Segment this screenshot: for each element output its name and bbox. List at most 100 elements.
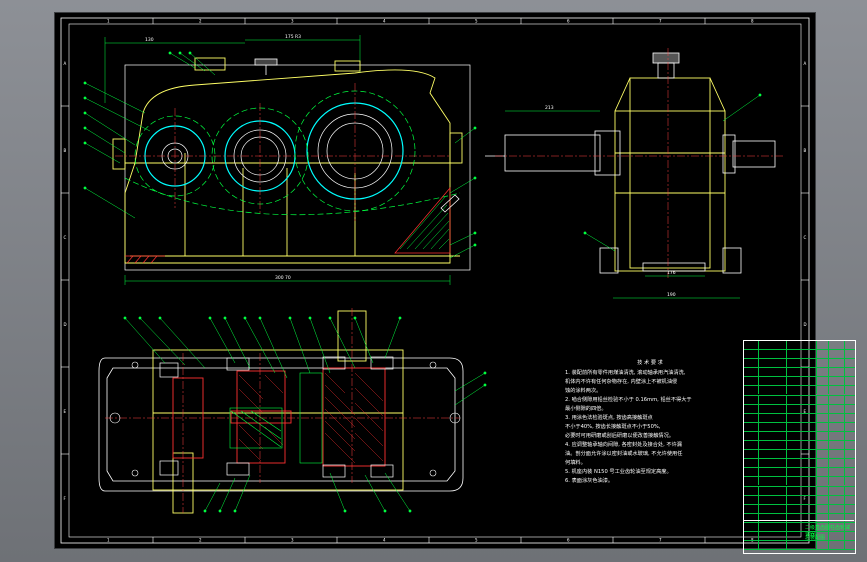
note-line: 何填料。 — [565, 460, 586, 466]
bom-col-divider — [828, 459, 829, 468]
bom-col-divider — [828, 368, 829, 377]
border-label: B — [804, 148, 807, 153]
border-label: 4 — [383, 538, 386, 543]
note-line: 6. 表面涂灰色油漆。 — [565, 478, 614, 484]
bom-col-divider — [816, 459, 817, 468]
balloon-dot — [473, 176, 477, 180]
bom-row — [744, 495, 855, 505]
bom-col-divider — [816, 431, 817, 440]
balloon-dot — [158, 316, 162, 320]
bom-col-divider — [844, 486, 845, 495]
border-label: A — [804, 61, 807, 66]
outer-frame — [60, 17, 810, 544]
leader-line — [354, 317, 374, 364]
border-label: F — [804, 496, 807, 501]
leader-line — [364, 474, 386, 512]
leader-line — [124, 317, 166, 364]
leader-line — [84, 127, 126, 154]
leader-line — [449, 244, 476, 259]
dim-top-mid: 175 R3 — [285, 34, 301, 40]
border-label: 2 — [199, 538, 202, 543]
bom-col-divider — [844, 495, 845, 504]
bom-col-divider — [816, 468, 817, 477]
bom-col-divider — [828, 522, 829, 531]
leader-line — [244, 317, 276, 374]
balloon-dot — [83, 111, 87, 115]
bom-col-divider — [828, 541, 829, 550]
bom-row — [744, 486, 855, 496]
bom-col-divider — [844, 459, 845, 468]
balloon-dot — [83, 81, 87, 85]
leader-line — [219, 477, 236, 512]
bom-col-divider — [786, 422, 787, 431]
bom-col-divider — [828, 531, 829, 540]
balloon-dot — [473, 126, 477, 130]
leader-line — [449, 232, 476, 246]
front-view: 130 175 R3 300 70 — [104, 34, 471, 285]
bom-row — [744, 413, 855, 423]
bom-col-divider — [786, 513, 787, 522]
balloon-dot — [168, 51, 172, 55]
border-label: B — [64, 148, 67, 153]
bom-col-divider — [828, 377, 829, 386]
border-label: 3 — [291, 19, 294, 24]
bom-col-divider — [786, 495, 787, 504]
border-label: 4 — [383, 19, 386, 24]
dim-overall: 300 70 — [275, 275, 291, 281]
border-label: D — [64, 322, 67, 327]
leader-line — [259, 317, 288, 379]
bom-row — [744, 477, 855, 487]
side-dim-2: 190 — [667, 292, 676, 298]
bom-col-divider — [844, 350, 845, 359]
bom-col-divider — [828, 477, 829, 486]
balloon-dot — [408, 509, 412, 513]
bom-col-divider — [786, 413, 787, 422]
leader-line — [204, 482, 221, 512]
balloon-dot — [288, 316, 292, 320]
bom-col-divider — [758, 386, 759, 395]
bom-col-divider — [828, 431, 829, 440]
bom-col-divider — [816, 450, 817, 459]
bom-col-divider — [758, 368, 759, 377]
bom-col-divider — [786, 459, 787, 468]
bom-col-divider — [816, 441, 817, 450]
border-label: 6 — [567, 538, 570, 543]
bom-col-divider — [816, 513, 817, 522]
bom-col-divider — [786, 404, 787, 413]
bom-col-divider — [828, 422, 829, 431]
bom-col-divider — [816, 395, 817, 404]
leader-line — [309, 317, 331, 374]
bom-row — [744, 531, 855, 542]
bom-col-divider — [758, 422, 759, 431]
bom-col-divider — [786, 386, 787, 395]
border-label: 1 — [107, 19, 110, 24]
bom-col-divider — [758, 522, 759, 531]
bom-row — [744, 422, 855, 432]
leader-line — [722, 94, 761, 122]
leader-line — [384, 317, 401, 359]
bom-row — [744, 377, 855, 387]
bom-col-divider — [758, 459, 759, 468]
balloon-dot — [483, 383, 487, 387]
bom-col-divider — [786, 359, 787, 368]
bom-col-divider — [828, 341, 829, 349]
bom-col-divider — [844, 541, 845, 550]
balloon-dot — [483, 371, 487, 375]
bom-col-divider — [816, 386, 817, 395]
balloon-dot — [83, 96, 87, 100]
bom-col-divider — [758, 395, 759, 404]
bom-col-divider — [844, 477, 845, 486]
note-line: 5. 机座内装 N150 号工业齿轮油至规定高度。 — [565, 469, 672, 475]
bom-col-divider — [816, 504, 817, 513]
bom-col-divider — [758, 441, 759, 450]
bom-col-divider — [844, 386, 845, 395]
balloon-dot — [473, 231, 477, 235]
bom-col-divider — [758, 359, 759, 368]
balloon-dot — [83, 141, 87, 145]
bom-col-divider — [786, 486, 787, 495]
bom-col-divider — [786, 450, 787, 459]
bom-col-divider — [816, 377, 817, 386]
bom-col-divider — [786, 541, 787, 550]
